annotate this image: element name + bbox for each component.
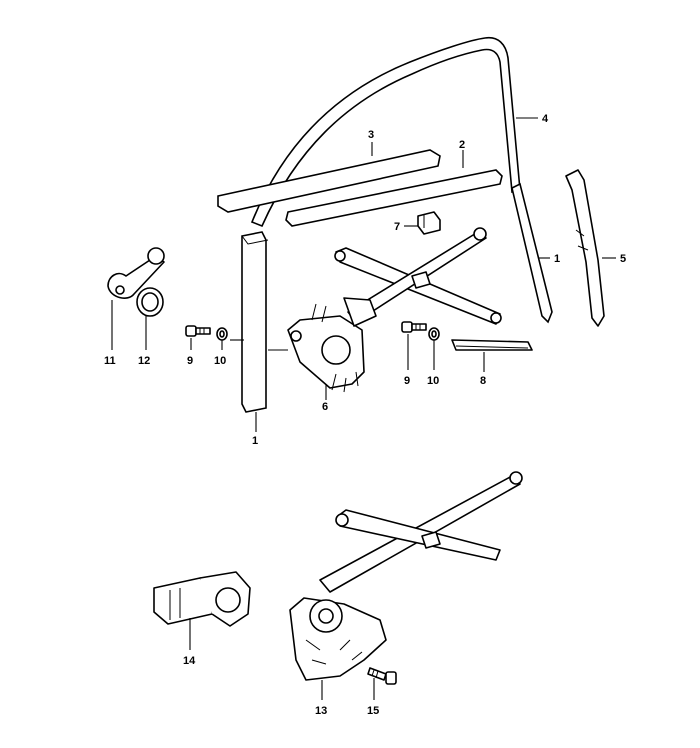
window-strip-upper (217, 149, 441, 213)
window-motor (153, 571, 251, 627)
label-7: 7 (394, 221, 400, 233)
label-15: 15 (367, 705, 379, 717)
label-10-right: 10 (427, 375, 439, 387)
label-6: 6 (322, 401, 328, 413)
crank-ring (136, 287, 164, 317)
mounting-bolt (367, 667, 397, 685)
washer-right (428, 327, 440, 341)
label-9-left: 9 (187, 355, 193, 367)
bolt-right (401, 321, 427, 333)
washer-left (216, 327, 228, 341)
label-9-right: 9 (404, 375, 410, 387)
label-1-upper: 1 (554, 253, 560, 265)
window-crank-handle (107, 247, 165, 299)
window-regulator-upper (287, 227, 502, 393)
guide-rail (565, 169, 605, 327)
bolt-left (185, 325, 211, 337)
clip (417, 211, 441, 235)
leader-lines (111, 117, 616, 700)
label-11: 11 (104, 355, 116, 367)
strip-small (451, 339, 533, 351)
label-14: 14 (183, 655, 196, 667)
label-8: 8 (480, 375, 486, 387)
part-labels: 3 2 4 1 5 7 8 6 1 11 12 9 10 9 10 14 13 … (104, 113, 626, 717)
label-1-lower: 1 (252, 435, 258, 447)
window-channel-right (511, 182, 553, 324)
window-strip-lower (285, 169, 503, 227)
window-channel-left (241, 231, 269, 413)
label-10-left: 10 (214, 355, 226, 367)
label-4: 4 (542, 113, 549, 125)
label-2: 2 (459, 139, 465, 151)
window-regulator-lower (289, 471, 523, 681)
label-3: 3 (368, 129, 374, 141)
label-12: 12 (138, 355, 150, 367)
label-5: 5 (620, 253, 626, 265)
label-13: 13 (315, 705, 327, 717)
